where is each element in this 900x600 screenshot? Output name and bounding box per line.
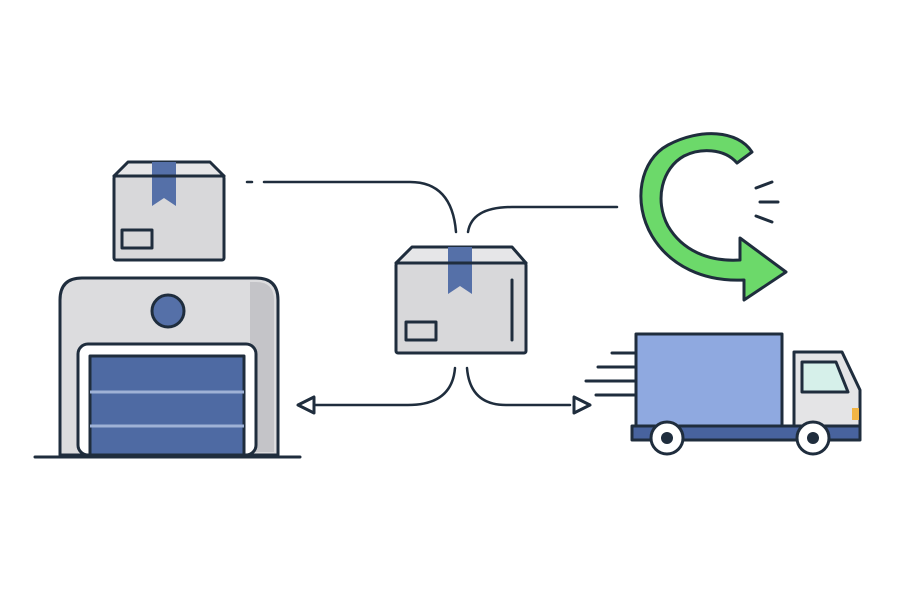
package-label [404,320,438,342]
flow-connectors [245,180,619,415]
arrowhead-left [296,395,316,415]
warehouse-window [150,293,186,329]
truck-headlight [852,408,859,420]
package-tape [448,247,472,294]
motion-spark [754,180,774,190]
flow-connector [466,205,619,234]
return-arrow-arc [639,132,788,302]
motion-spark [754,214,774,224]
truck-cargo-box [634,332,784,430]
central-package-icon [394,245,528,355]
return-arrow-icon [639,132,788,302]
delivery-truck-icon [584,332,862,456]
truck-wheel-hub [807,432,819,444]
flow-connector [465,366,572,407]
stored-package-icon [112,160,226,262]
truck-wheel-hub [661,432,673,444]
arrowhead-right [572,395,592,415]
truck-window [800,360,850,394]
package-label [120,228,154,250]
flow-connector [312,366,457,407]
warehouse-icon [33,276,302,459]
package-tape [152,162,176,206]
flow-connector [262,180,458,234]
garage-door [88,354,246,457]
